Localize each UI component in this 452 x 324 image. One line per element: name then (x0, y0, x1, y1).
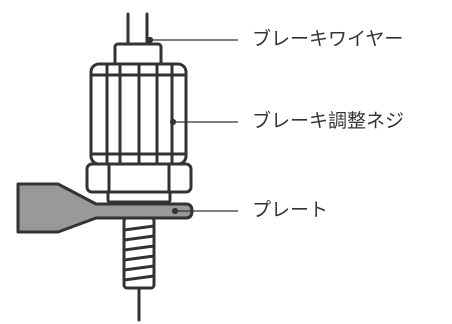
lock-nut (85, 162, 193, 194)
leader-dot-brake-wire (146, 36, 154, 44)
washer (106, 190, 172, 204)
label-brake-wire: ブレーキワイヤー (252, 28, 404, 50)
label-plate: プレート (252, 199, 329, 221)
leader-dot-plate (171, 207, 179, 215)
threaded-shaft (122, 216, 156, 290)
leader-dot-adjuster (169, 118, 177, 126)
adjuster-nut (89, 62, 188, 166)
label-adjuster: ブレーキ調整ネジ (252, 110, 405, 132)
